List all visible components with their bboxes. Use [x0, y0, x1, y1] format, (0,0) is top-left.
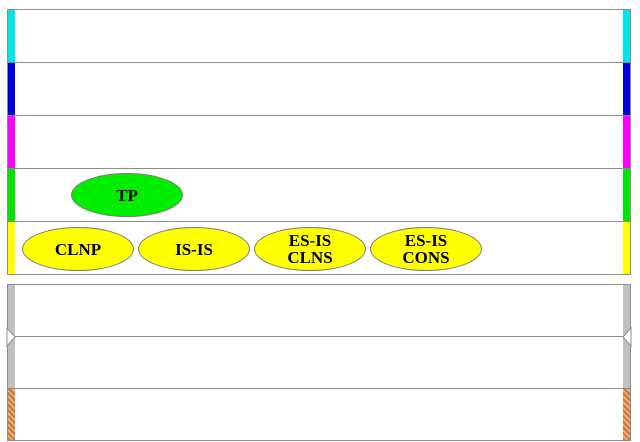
- layer-presentation-stripe-left: [8, 63, 15, 116]
- protocol-es-is-clns: ES-IS CLNS: [254, 227, 366, 271]
- layer-network: CLNP IS-IS ES-IS CLNS ES-IS CONS: [7, 221, 631, 275]
- protocol-es-is-cons-line-1: ES-IS: [404, 231, 448, 250]
- protocol-es-is-cons: ES-IS CONS: [370, 227, 482, 271]
- protocol-clnp-label: CLNP: [54, 239, 102, 259]
- layer-transport: TP: [7, 168, 631, 222]
- protocol-clnp: CLNP: [22, 227, 134, 271]
- layer-data-link-lower: [7, 336, 631, 389]
- layer-data-link-upper-stripe-right: [623, 285, 630, 337]
- layer-transport-stripe-right: [623, 169, 630, 222]
- layer-physical-stripe-right: [623, 389, 630, 440]
- layer-application-stripe-right: [623, 10, 630, 63]
- layer-data-link-lower-stripe-right: [623, 337, 630, 389]
- layer-session: [7, 115, 631, 169]
- layer-data-link-upper: [7, 284, 631, 337]
- layer-application: [7, 9, 631, 63]
- protocol-tp-label: TP: [116, 185, 138, 205]
- protocol-es-is-clns-line-1: ES-IS: [288, 231, 332, 250]
- protocol-is-is-label: IS-IS: [175, 239, 213, 259]
- layer-physical: [7, 388, 631, 441]
- layer-physical-stripe-left: [8, 389, 15, 440]
- layer-session-stripe-right: [623, 116, 630, 169]
- protocol-es-is-clns-line-2: CLNS: [287, 248, 333, 267]
- layer-session-stripe-left: [8, 116, 15, 169]
- layer-data-link-upper-stripe-left: [8, 285, 15, 337]
- layer-data-link-lower-stripe-left: [8, 337, 15, 389]
- protocol-tp: TP: [71, 173, 183, 217]
- layer-network-stripe-left: [8, 222, 15, 274]
- protocol-es-is-cons-line-2: CONS: [402, 248, 450, 267]
- layer-network-stripe-right: [623, 222, 630, 274]
- layer-transport-stripe-left: [8, 169, 15, 222]
- layer-presentation: [7, 62, 631, 116]
- protocol-is-is: IS-IS: [138, 227, 250, 271]
- layer-application-stripe-left: [8, 10, 15, 63]
- layer-presentation-stripe-right: [623, 63, 630, 116]
